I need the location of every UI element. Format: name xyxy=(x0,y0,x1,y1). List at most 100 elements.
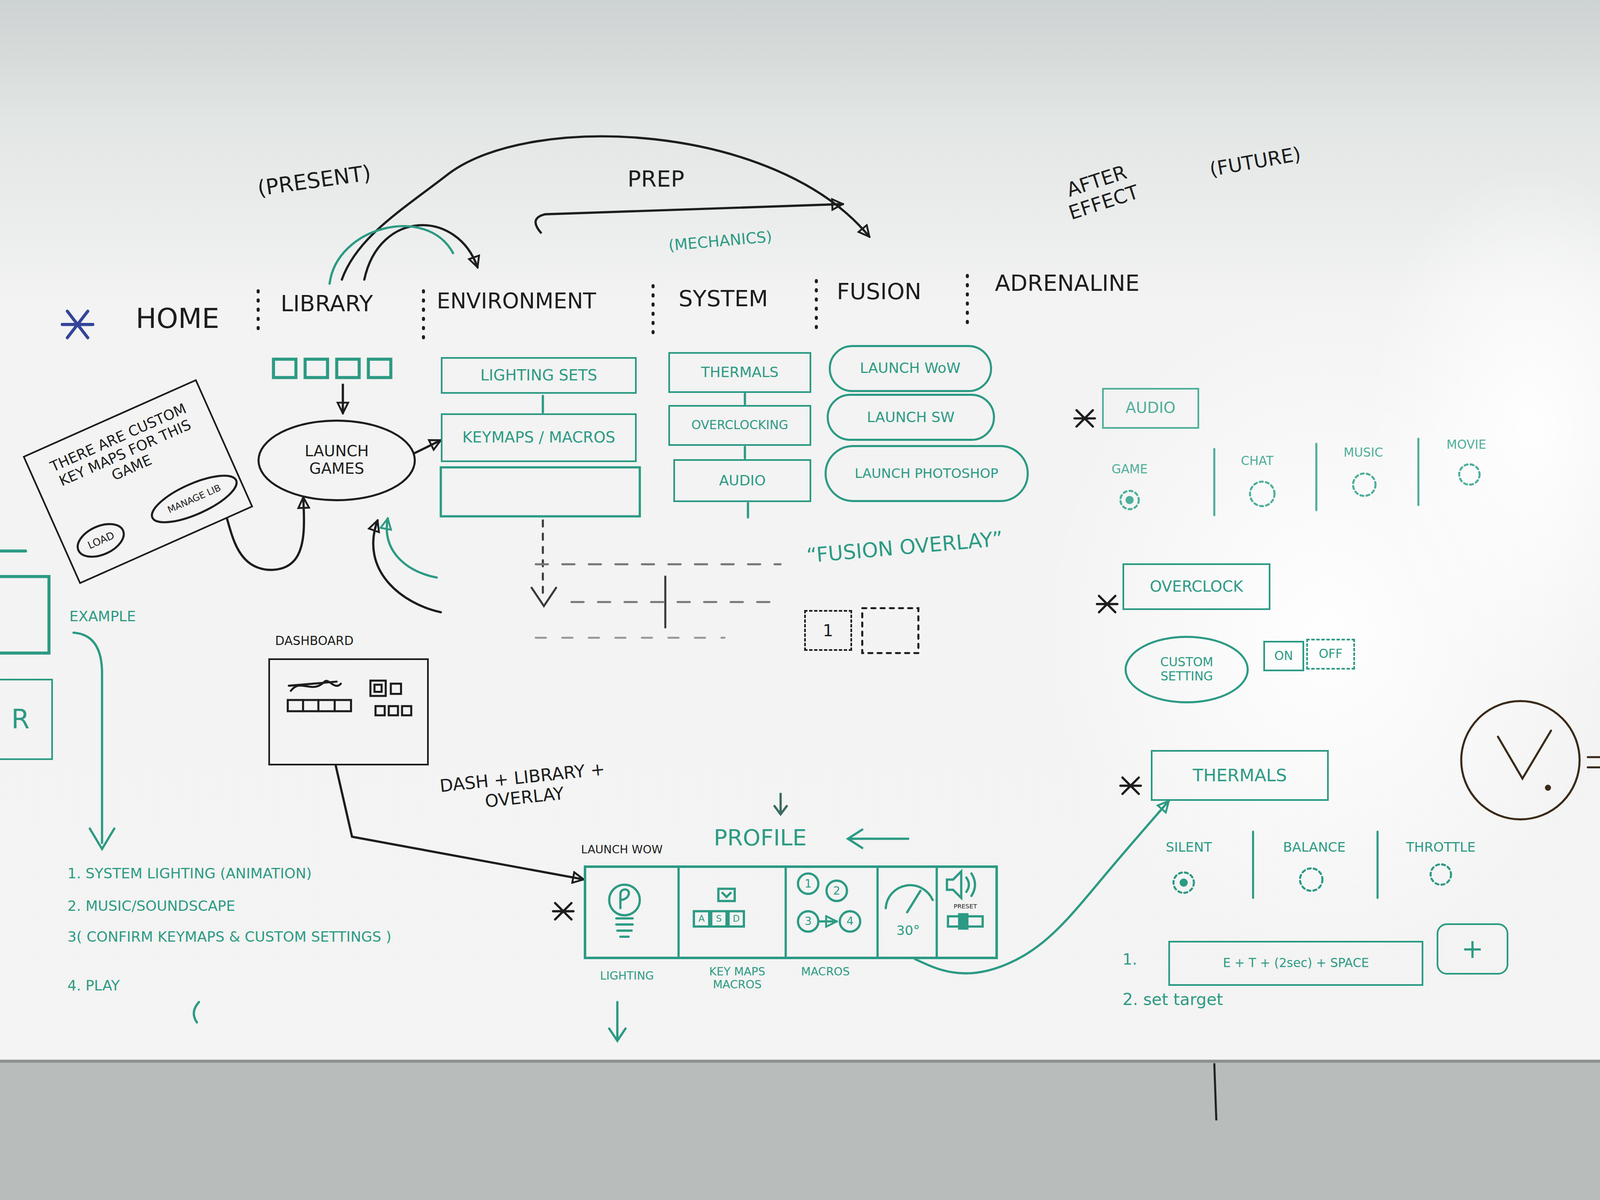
box-label: MANAGE LIB xyxy=(165,482,223,516)
whiteboard-ground xyxy=(1214,1063,1217,1121)
toggle-box: ON xyxy=(1263,640,1305,672)
option-label: THROTTLE xyxy=(1406,839,1476,855)
phase-note: (MECHANICS) xyxy=(667,228,773,255)
flow-arc xyxy=(329,136,870,284)
profile-icons xyxy=(722,892,731,898)
ellipse-outline xyxy=(146,466,243,532)
dashboard-sketch xyxy=(370,680,386,696)
phase-note: AFTER EFFECT xyxy=(1044,154,1156,229)
box-label: AUDIO xyxy=(1125,399,1176,417)
audio-options xyxy=(1120,438,1480,516)
phase-note: (FUTURE) xyxy=(1207,143,1303,182)
section-tab: THERMALS xyxy=(1150,750,1329,801)
dashed-flow xyxy=(862,608,919,654)
audio-options xyxy=(1214,438,1419,516)
connector xyxy=(915,800,1169,974)
dashed-flow xyxy=(664,576,667,628)
environment-stack xyxy=(542,393,748,518)
profile-icons xyxy=(678,867,938,958)
profile-icons xyxy=(797,873,819,894)
box-label: OFF xyxy=(1318,647,1343,662)
thermal-options xyxy=(1180,879,1187,886)
profile-icons xyxy=(819,920,838,923)
add-button: + xyxy=(1436,923,1508,975)
option-label: MOVIE xyxy=(1446,437,1487,453)
box-label: LAUNCH GAMES xyxy=(290,442,383,478)
edge-panels xyxy=(0,549,26,553)
connector xyxy=(227,497,305,570)
box-label: THERE ARE CUSTOM KEY MAPS FOR THIS GAME xyxy=(45,399,205,507)
edge-panels xyxy=(0,576,50,654)
profile-pointers xyxy=(847,829,908,848)
option-label: CHAT xyxy=(1240,454,1274,469)
nav-heading: SYSTEM xyxy=(678,285,769,312)
box-label: R xyxy=(11,704,30,735)
example-heading: EXAMPLE xyxy=(69,608,137,625)
pointer-arrow xyxy=(341,384,344,414)
audio-options xyxy=(1120,490,1139,510)
example-bracket xyxy=(73,632,199,1023)
flow-arc xyxy=(329,226,453,284)
column-separator xyxy=(258,275,968,339)
profile-icons xyxy=(718,888,735,901)
profile-icons xyxy=(840,911,861,932)
thermal-options xyxy=(1430,864,1451,885)
dashboard-frame: DASHBOARD xyxy=(268,658,429,766)
flow-arc xyxy=(535,204,843,233)
dashboard-sketch xyxy=(287,680,412,715)
environment-stack xyxy=(440,467,640,517)
clock-sketch xyxy=(1461,700,1600,820)
library-thumbnails xyxy=(305,359,328,378)
dashed-flow xyxy=(571,600,776,603)
cell-caption: MACROS xyxy=(800,965,850,979)
dialog-card: THERE ARE CUSTOM KEY MAPS FOR THIS GAMEL… xyxy=(22,379,253,585)
box-label: OVERCLOCKING xyxy=(691,418,788,433)
profile-icons xyxy=(959,914,968,929)
dashboard-sketch xyxy=(287,700,352,712)
audio-options xyxy=(1250,481,1275,507)
list-item: 2. MUSIC/SOUNDSCAPE xyxy=(67,897,236,915)
dashed-flow xyxy=(535,563,781,566)
section-tab: AUDIO xyxy=(1102,387,1200,429)
box-label: LAUNCH SW xyxy=(867,409,955,426)
ellipse-outline xyxy=(1125,636,1248,703)
key-letter: S xyxy=(715,913,722,925)
ellipse-outline xyxy=(258,420,415,500)
nav-heading: ENVIRONMENT xyxy=(436,288,597,314)
column-separator xyxy=(258,275,968,339)
profile-pointers xyxy=(774,793,787,815)
dialog-button: MANAGE LIB xyxy=(144,465,244,533)
dashed-flow xyxy=(535,636,725,639)
box-label: 1 xyxy=(822,621,834,640)
profile-icons xyxy=(947,871,962,898)
library-thumbnails xyxy=(336,359,360,378)
box-label: KEYMAPS / MACROS xyxy=(462,428,615,447)
cell-caption: LIGHTING xyxy=(600,969,654,983)
section-star xyxy=(552,410,1141,920)
thermal-options xyxy=(1252,831,1378,898)
dashboard-sketch xyxy=(288,680,341,691)
return-arrow xyxy=(373,518,441,613)
profile-icons xyxy=(609,884,640,915)
profile-icons xyxy=(620,889,629,909)
audio-options xyxy=(1126,497,1133,504)
dashboard-sketch xyxy=(374,684,382,692)
profile-pointers xyxy=(609,1002,626,1041)
profile-icons xyxy=(885,885,933,908)
profile-icons xyxy=(711,911,727,927)
list-item: 1. SYSTEM LIGHTING (ANIMATION) xyxy=(67,865,313,882)
overlay-slot: 1 xyxy=(804,610,853,651)
edge-panels xyxy=(0,550,50,653)
connector xyxy=(414,440,441,454)
launch-pill: LAUNCH PHOTOSHOP xyxy=(824,445,1029,503)
audio-options xyxy=(1352,473,1376,496)
box-label: CUSTOM SETTING xyxy=(1145,655,1228,684)
macro-step: 1 xyxy=(804,877,812,890)
process-box: THERMALS xyxy=(668,352,812,393)
clock-sketch xyxy=(1497,730,1551,779)
dashed-flow xyxy=(531,587,557,607)
profile-icons xyxy=(693,911,710,927)
